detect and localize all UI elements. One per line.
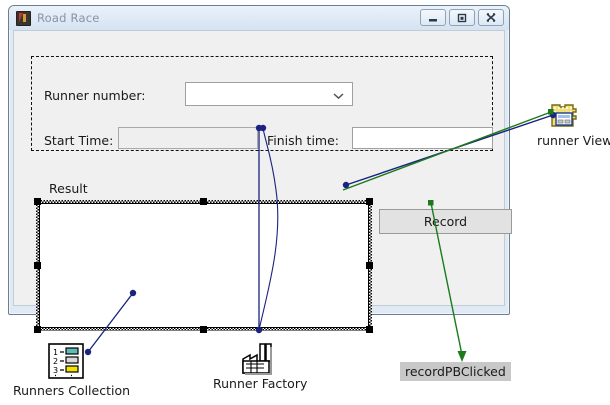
- start-time-input[interactable]: [118, 127, 258, 149]
- chevron-down-icon: [333, 85, 344, 104]
- road-race-window: Road Race: [8, 5, 512, 333]
- minimize-button[interactable]: [420, 9, 446, 26]
- runner-view-label: runner View: [537, 133, 610, 148]
- runners-collection-label: Runners Collection: [13, 383, 131, 398]
- finish-time-label: Finish time:: [267, 133, 340, 148]
- result-textarea[interactable]: [39, 203, 369, 328]
- svg-text:1: 1: [53, 348, 58, 357]
- runner-number-label: Runner number:: [44, 88, 146, 103]
- folder-view-icon: [551, 104, 577, 127]
- window-title: Road Race: [37, 11, 100, 25]
- runners-collection-icon[interactable]: 1 2 3: [48, 343, 84, 383]
- resize-handle-se[interactable]: [366, 326, 373, 333]
- runner-factory-icon[interactable]: [240, 343, 276, 381]
- svg-text:3: 3: [53, 366, 58, 375]
- record-button[interactable]: Record: [379, 209, 512, 234]
- window-controls: [420, 9, 504, 26]
- minimize-icon: [429, 18, 437, 21]
- runner-view-icon[interactable]: [551, 102, 581, 134]
- close-icon: [486, 13, 496, 22]
- factory-icon: [242, 343, 272, 375]
- resize-handle-s[interactable]: [200, 326, 207, 333]
- maximize-button[interactable]: [449, 9, 475, 26]
- close-button[interactable]: [478, 9, 504, 26]
- resize-handle-w[interactable]: [34, 262, 41, 269]
- resize-handle-ne[interactable]: [366, 198, 373, 205]
- finish-time-input[interactable]: [352, 127, 493, 149]
- resize-handle-sw[interactable]: [34, 326, 41, 333]
- resize-handle-n[interactable]: [200, 198, 207, 205]
- resize-handle-nw[interactable]: [34, 198, 41, 205]
- list-collection-icon: 1 2 3: [48, 343, 84, 379]
- window-client-area: Runner number: Start Time: Finish time: …: [13, 30, 512, 333]
- resize-handle-e[interactable]: [366, 262, 373, 269]
- result-textarea-selection: [34, 198, 373, 333]
- record-pb-clicked-tag[interactable]: recordPBClicked: [400, 362, 511, 381]
- runner-factory-label: Runner Factory: [213, 376, 308, 391]
- svg-text:2: 2: [53, 357, 58, 366]
- window-titlebar[interactable]: Road Race: [9, 6, 509, 30]
- maximize-icon: [457, 13, 467, 22]
- runner-number-combobox[interactable]: [185, 82, 353, 106]
- result-label: Result: [49, 181, 88, 196]
- app-icon: [16, 10, 31, 26]
- start-time-label: Start Time:: [44, 133, 114, 148]
